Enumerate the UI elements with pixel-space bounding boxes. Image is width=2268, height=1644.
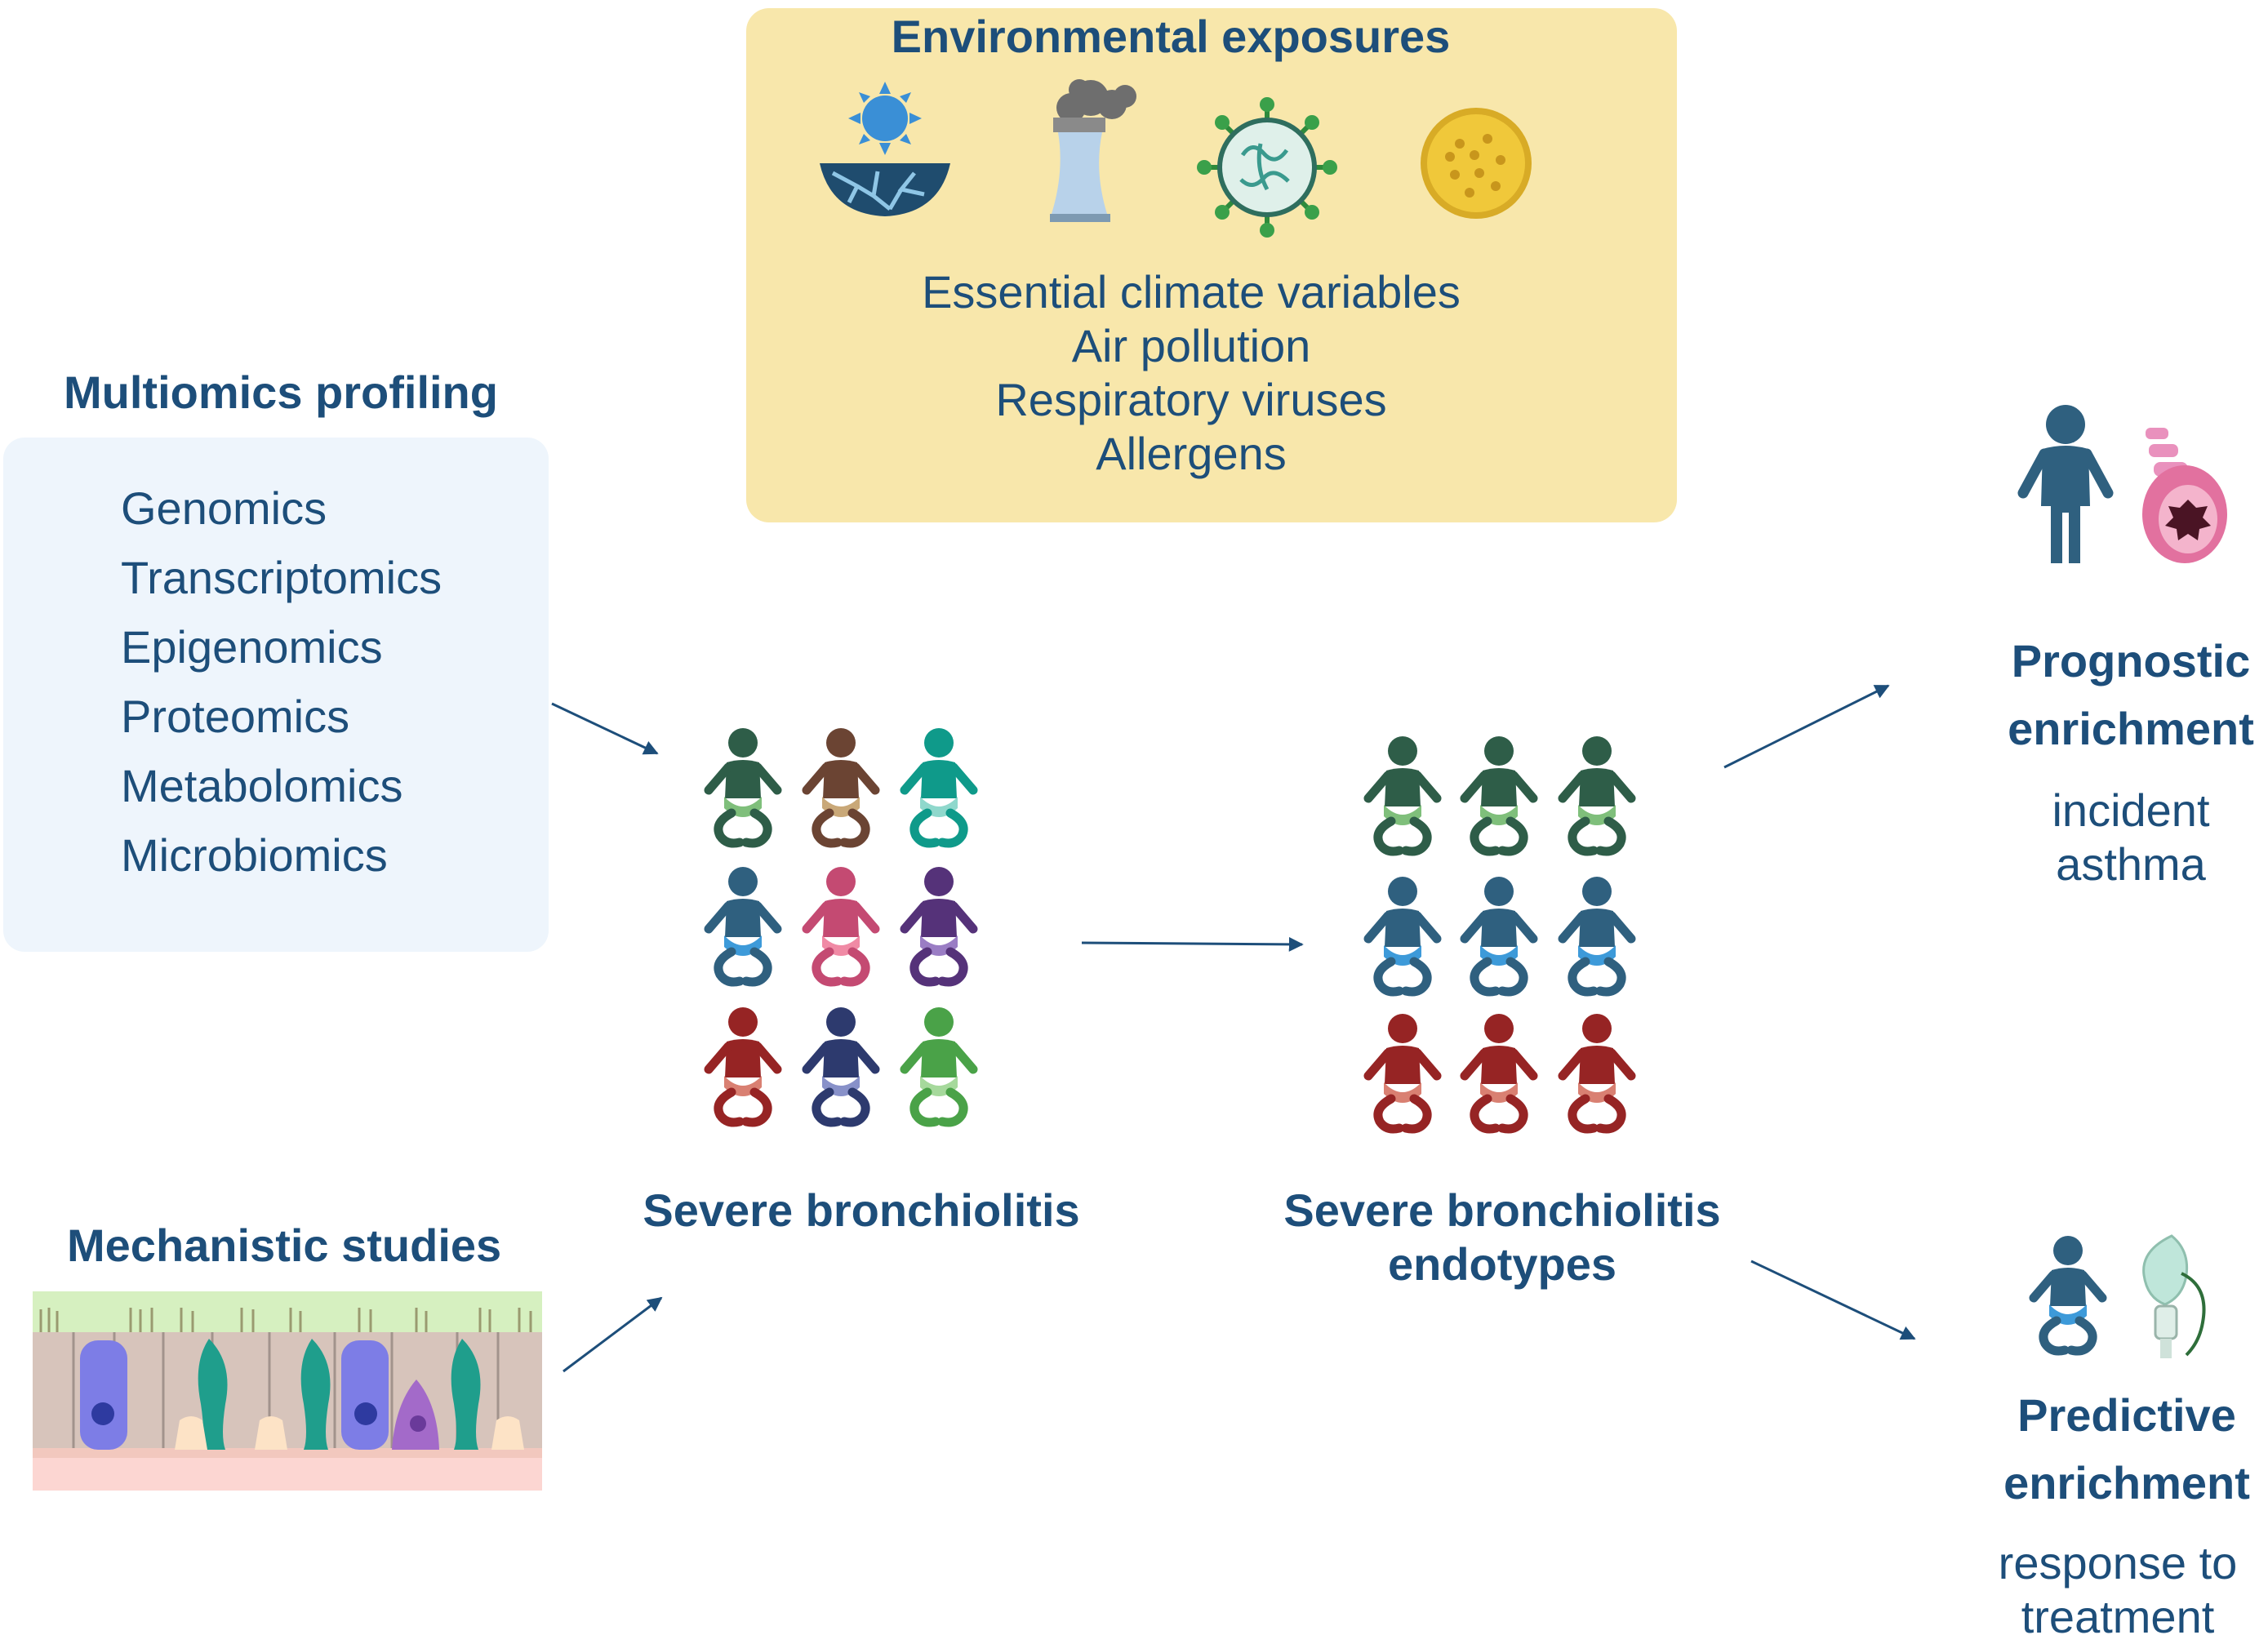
infant-icon [1563,1014,1631,1129]
label-line: Severe bronchiolitis [1283,1184,1721,1236]
infant-icon [1368,1014,1437,1129]
multiomics-list: Genomics Transcriptomics Epigenomics Pro… [121,473,442,890]
infant-icon [709,1007,777,1122]
multiomics-title: Multiomics profiling [64,367,498,418]
mechanistic-studies-title: Mechanistic studies [67,1220,502,1271]
nebulizer-mask-icon [2142,1234,2206,1358]
infant-icon [905,867,973,982]
list-item: Epigenomics [121,621,383,673]
infant-icon [1465,1014,1533,1129]
infant-icon [1368,736,1437,851]
label-line: incident [2052,784,2210,836]
arrow-endotypes-to-predictive [1750,1260,1916,1340]
label-line: asthma [2056,838,2206,890]
arrow-endotypes-to-prognostic [1723,684,1890,769]
predictive-enrichment-subtitle: response to treatment [1968,1536,2268,1644]
infant-icon [1465,736,1533,851]
infant-icon [709,728,777,843]
infant-icon [1563,877,1631,992]
label-line: Predictive [2017,1389,2236,1441]
prognostic-enrichment-subtitle: incident asthma [1984,784,2268,891]
list-item: Essential climate variables [922,266,1461,318]
infant-icon [807,867,875,982]
label-line: treatment [2021,1591,2215,1642]
infant-icon [807,728,875,843]
flow-arrows [551,684,1916,1373]
list-item: Air pollution [1071,320,1311,371]
label-line: enrichment [2003,1457,2250,1508]
allergen-pollen-icon [1421,108,1532,219]
infant-icon [1465,877,1533,992]
severe-bronchiolitis-infant-grid [709,728,973,1122]
environmental-exposures-title: Environmental exposures [891,11,1451,62]
label-line: endotypes [1387,1238,1617,1290]
list-item: Allergens [1096,428,1287,479]
list-item: Transcriptomics [121,552,442,603]
predictive-enrichment-title: Predictive enrichment [1976,1381,2268,1517]
endotypes-infant-grid [1368,736,1631,1129]
list-item: Proteomics [121,691,350,742]
severe-bronchiolitis-endotypes-label: Severe bronchiolitis endotypes [1257,1184,1747,1291]
child-icon [2017,405,2114,563]
multiomics-panel [3,438,549,952]
air-pollution-factory-icon [1050,79,1136,222]
label-line: Prognostic [2011,635,2251,686]
airway-icon [2142,428,2227,563]
label-line: enrichment [2008,703,2254,754]
list-item: Respiratory viruses [995,374,1387,425]
arrow-severe-to-endotypes [1081,936,1304,952]
severe-bronchiolitis-label: Severe bronchiolitis [643,1184,1080,1236]
label-line: response to [1998,1537,2238,1588]
infant-icon [807,1007,875,1122]
infant-icon [1563,736,1631,851]
arrow-omics-to-severe [551,702,659,755]
arrow-mechanistic-to-severe [563,1296,663,1373]
environmental-exposures-list: Essential climate variables Air pollutio… [746,265,1636,481]
list-item: Microbiomics [121,829,388,881]
airway-epithelium-illustration [33,1291,542,1491]
respiratory-virus-icon [1197,97,1337,238]
infant-icon [2034,1236,2102,1351]
infant-icon [905,728,973,843]
environmental-exposures-panel [746,8,1677,522]
infant-icon [709,867,777,982]
infant-icon [905,1007,973,1122]
list-item: Metabolomics [121,760,403,811]
list-item: Genomics [121,482,327,534]
infant-icon [1368,877,1437,992]
prognostic-enrichment-title: Prognostic enrichment [1984,627,2268,762]
climate-sun-icon [820,82,950,216]
